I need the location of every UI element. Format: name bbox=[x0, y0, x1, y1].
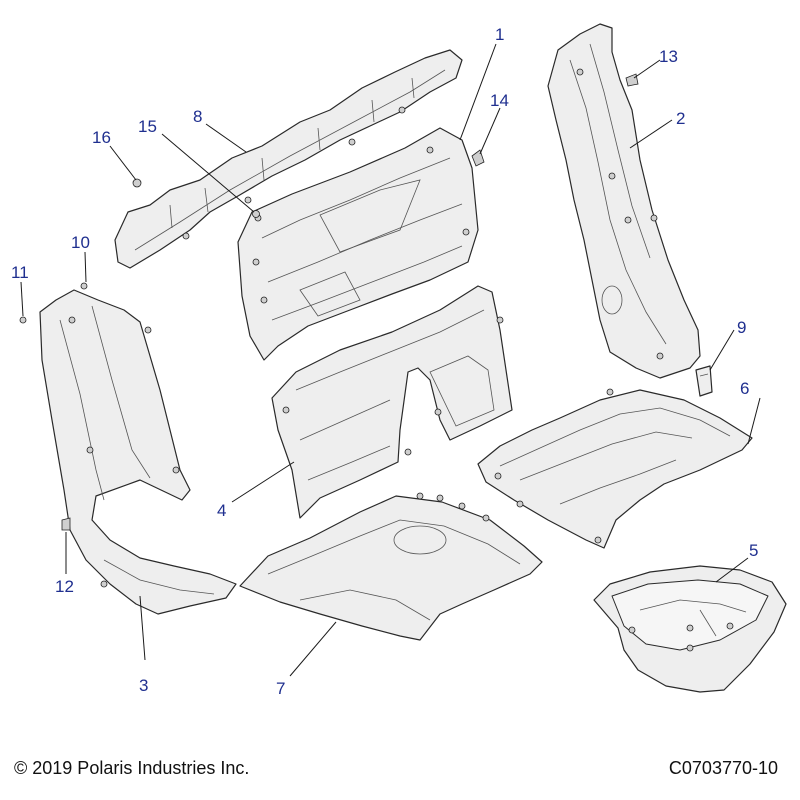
part-16-nut bbox=[132, 178, 142, 188]
part-10-screw bbox=[80, 282, 88, 290]
callout-5: 5 bbox=[749, 541, 758, 560]
part-7-floor-panel bbox=[239, 492, 543, 641]
callout-labels: 1 2 3 4 5 6 7 8 9 10 11 12 13 14 15 16 bbox=[11, 25, 758, 698]
part-13-push-rivet bbox=[625, 73, 639, 87]
callout-14: 14 bbox=[490, 91, 509, 110]
part-2-right-side-panel bbox=[547, 23, 701, 379]
callout-8: 8 bbox=[193, 107, 202, 126]
part-12-clip bbox=[61, 517, 71, 531]
callout-12: 12 bbox=[55, 577, 74, 596]
callout-16: 16 bbox=[92, 128, 111, 147]
leader-lines bbox=[20, 43, 761, 677]
part-3-left-side-panel bbox=[39, 289, 237, 615]
callout-10: 10 bbox=[71, 233, 90, 252]
part-14-clip bbox=[471, 149, 485, 167]
copyright-notice: © 2019 Polaris Industries Inc. bbox=[14, 758, 250, 778]
callout-3: 3 bbox=[139, 676, 148, 695]
part-1-rear-upper-panel bbox=[237, 127, 479, 361]
callout-6: 6 bbox=[740, 379, 749, 398]
part-4-rear-lower-panel bbox=[271, 285, 513, 519]
part-15-fastener bbox=[252, 210, 260, 218]
hardware-items bbox=[19, 73, 639, 531]
part-11-screw bbox=[19, 316, 27, 324]
callout-15: 15 bbox=[138, 117, 157, 136]
callout-1: 1 bbox=[495, 25, 504, 44]
callout-13: 13 bbox=[659, 47, 678, 66]
drawing-number: C0703770-10 bbox=[668, 758, 778, 778]
part-6-cargo-floor bbox=[477, 388, 753, 549]
callout-9: 9 bbox=[737, 318, 746, 337]
part-8-rear-bracket bbox=[114, 49, 463, 269]
callout-7: 7 bbox=[276, 679, 285, 698]
callout-11: 11 bbox=[11, 263, 29, 282]
part-9-clip bbox=[695, 365, 713, 397]
callout-2: 2 bbox=[676, 109, 685, 128]
callout-4: 4 bbox=[217, 501, 226, 520]
part-5-storage-bin bbox=[593, 565, 787, 693]
